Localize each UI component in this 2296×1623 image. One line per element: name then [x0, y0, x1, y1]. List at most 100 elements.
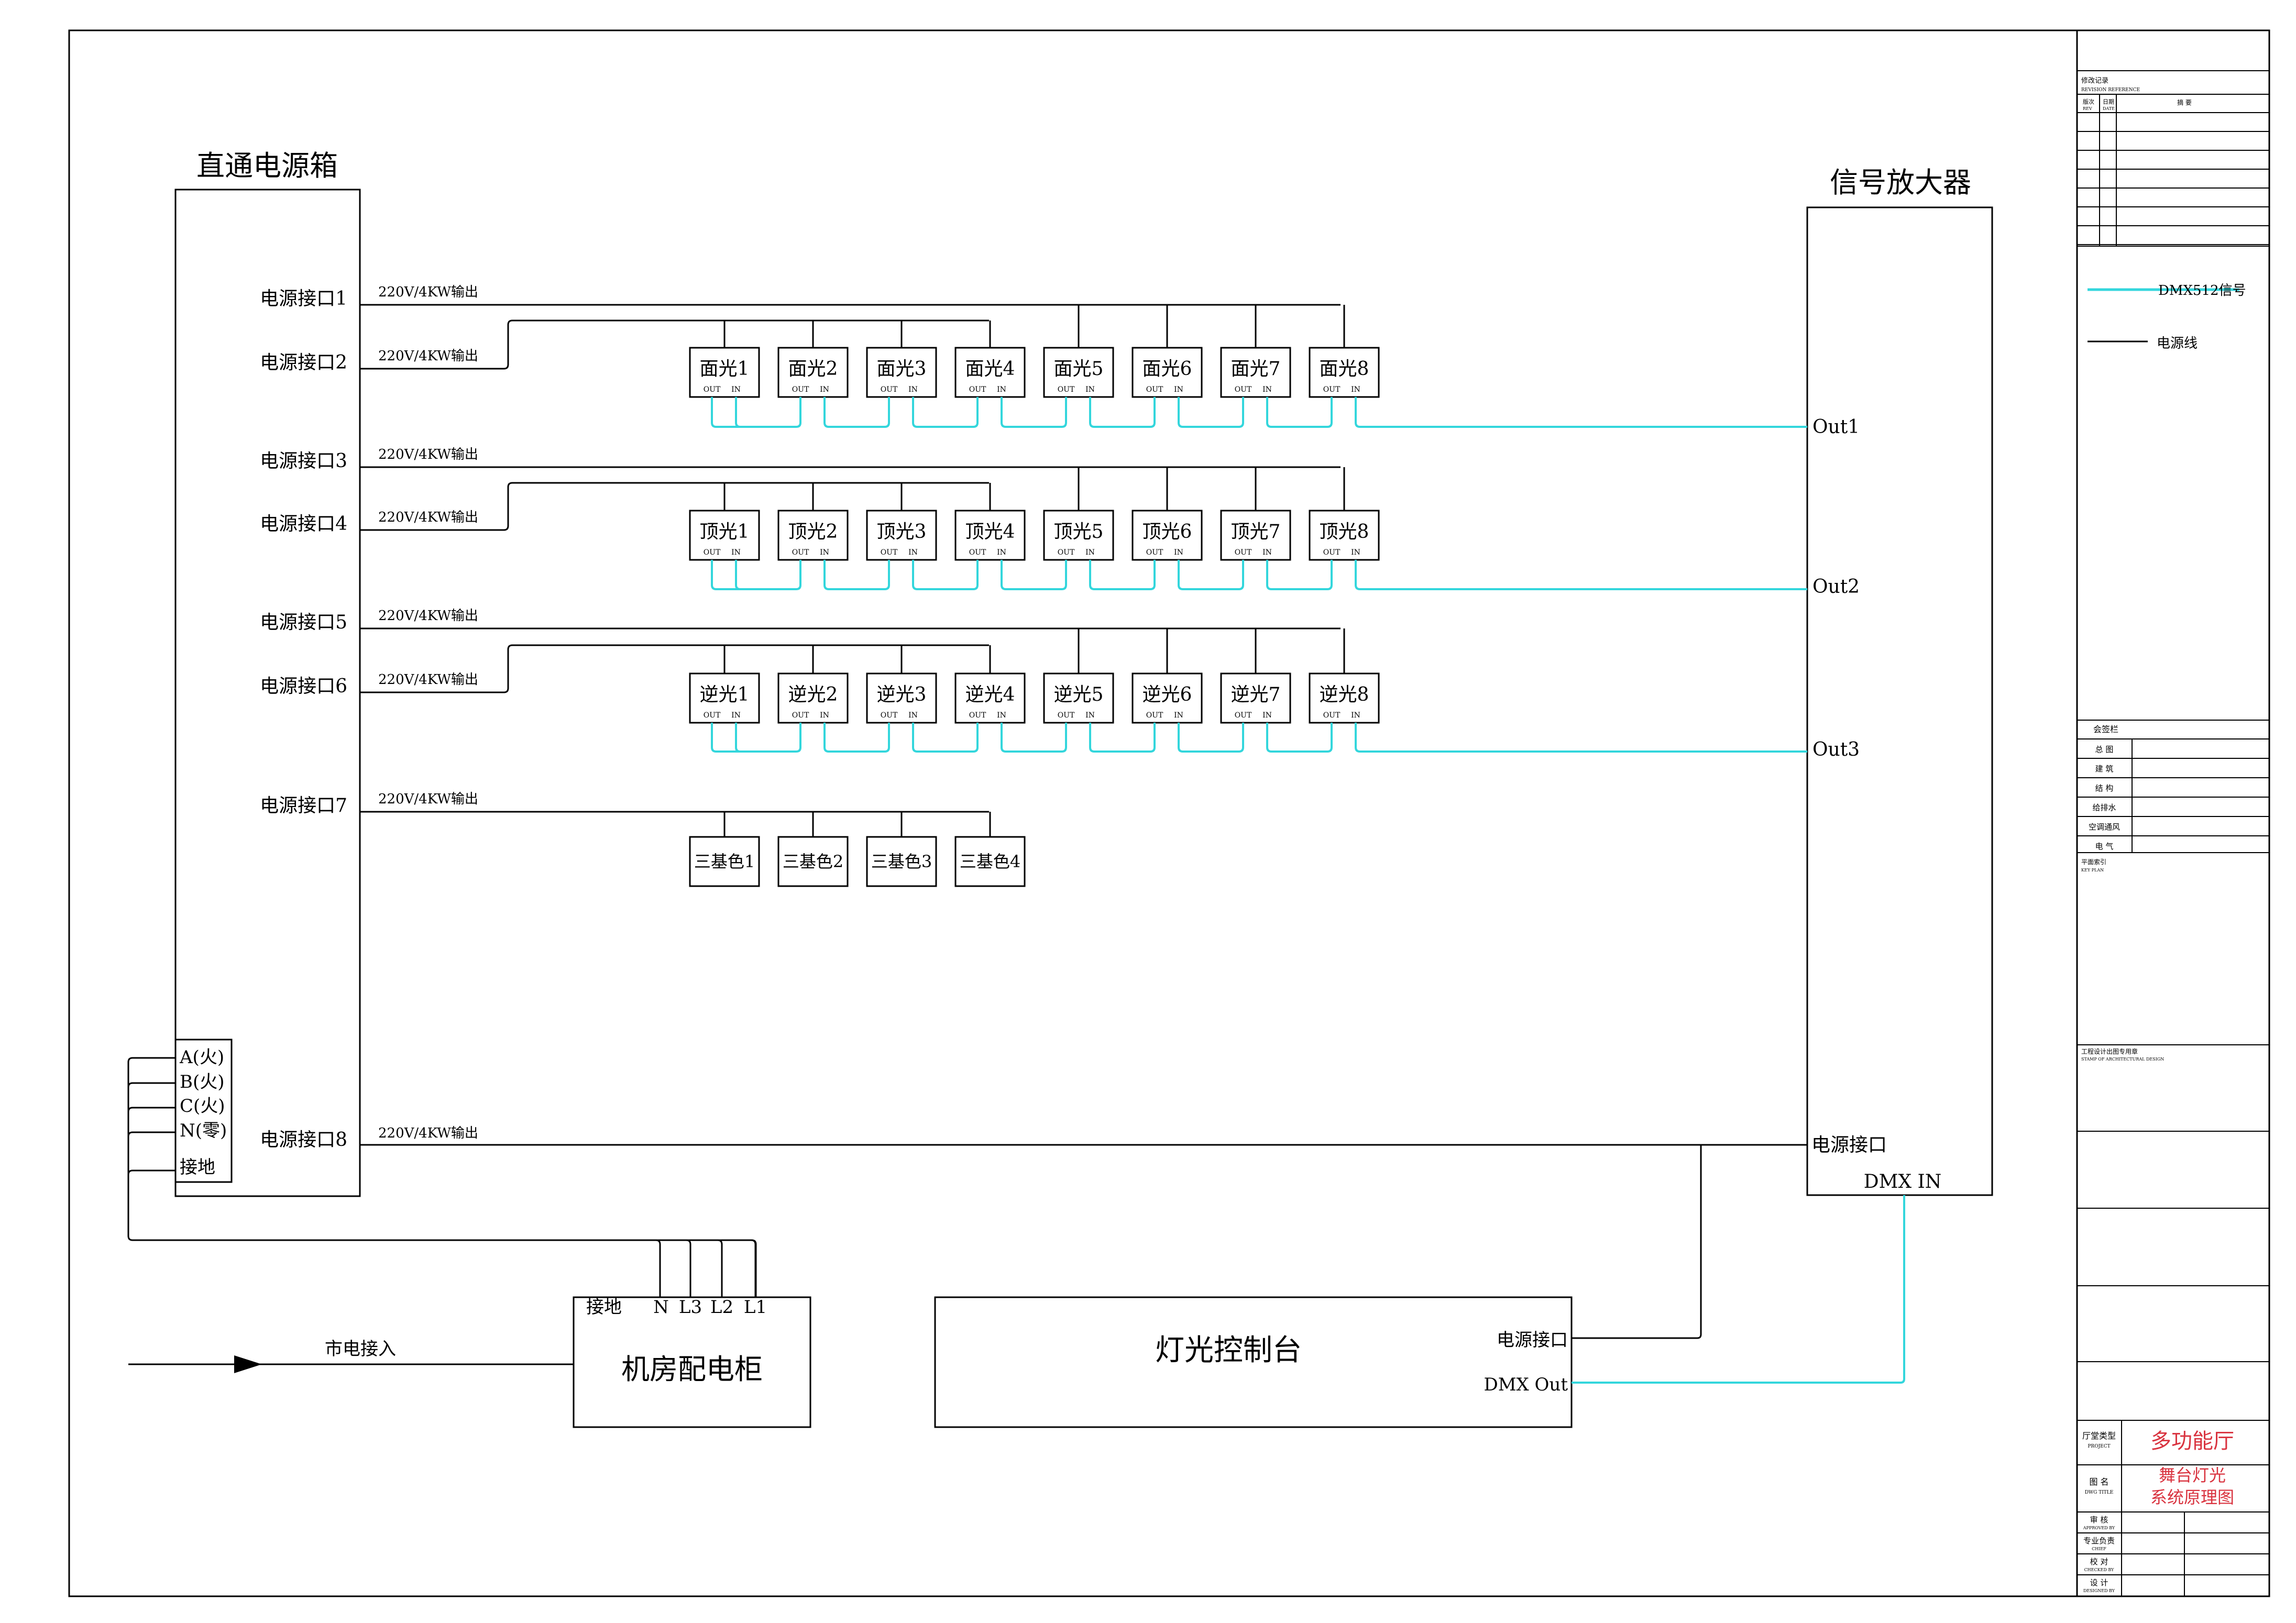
- sign-off-label: 设 计: [2090, 1578, 2108, 1587]
- dmx-chain-segment: [1089, 723, 1156, 753]
- project-label-en: PROJECT: [2088, 1444, 2110, 1449]
- fixture-label: 面光5: [1054, 358, 1104, 380]
- fixture-label: 面光1: [700, 358, 750, 380]
- fixture-box: [1309, 510, 1380, 561]
- sign-off-label-en: CHIEF: [2092, 1547, 2106, 1551]
- power-port-2-label: 电源接口2: [260, 352, 347, 373]
- power-output-5-label: 220V/4KW输出: [378, 608, 478, 624]
- fixture-out-label: OUT: [1235, 548, 1252, 557]
- dmx-chain-segment: [1001, 723, 1067, 753]
- dist-terminal-1: N: [653, 1297, 669, 1318]
- power-port-3-label: 电源接口3: [260, 450, 347, 472]
- fixture-out-label: OUT: [704, 385, 721, 394]
- fixture-label: 面光8: [1320, 358, 1369, 380]
- dmx-chain-segment: [823, 397, 890, 428]
- fixture-in-label: IN: [997, 385, 1006, 394]
- fixture-box: [1220, 347, 1291, 398]
- dmx-chain-start: [711, 560, 796, 590]
- fixture-box: [1220, 510, 1291, 561]
- project-label: 厅堂类型: [2082, 1431, 2116, 1441]
- amp-out2-label: Out2: [1812, 576, 1860, 598]
- fixture-in-label: IN: [1174, 385, 1183, 394]
- power-bus-b: [360, 482, 989, 531]
- fixture-label: 逆光3: [877, 684, 927, 705]
- dist-terminal-wire-1: [655, 1239, 661, 1297]
- dmx-chain-segment: [1089, 397, 1156, 428]
- sign-off-label-en: CHECKED BY: [2084, 1567, 2115, 1572]
- fixture-label: 顶光8: [1320, 521, 1369, 543]
- power-output-1-label: 220V/4KW输出: [378, 284, 478, 300]
- amp-out3-label: Out3: [1812, 739, 1860, 760]
- revision-grid: [2077, 94, 2269, 247]
- fixture-in-label: IN: [1351, 711, 1360, 720]
- fixture-in-label: IN: [1085, 711, 1095, 720]
- fixture-label: 面光7: [1231, 358, 1281, 380]
- fixture-in-label: IN: [1351, 385, 1360, 394]
- fixture-box: [866, 510, 937, 561]
- fixture-label: 顶光4: [965, 521, 1015, 543]
- dmx-chain-start: [711, 397, 796, 428]
- fixture-out-label: OUT: [1323, 711, 1341, 720]
- fixture-box: [1043, 510, 1114, 561]
- rgb-light-label: 三基色1: [694, 852, 755, 871]
- console-dmx-line: [1572, 1195, 1905, 1384]
- dist-terminal-wire-2: [686, 1239, 691, 1297]
- power-output-7-label: 220V/4KW输出: [378, 791, 478, 807]
- dmx-chain-segment: [823, 560, 890, 590]
- phase-label-1: B(火): [180, 1072, 225, 1092]
- power-output-6-label: 220V/4KW输出: [378, 672, 478, 688]
- console-dmx-out-label: DMX Out: [1484, 1374, 1568, 1395]
- fixture-label: 顶光2: [788, 521, 838, 543]
- rgb-light-label: 三基色2: [783, 852, 843, 871]
- phase-wire-3: [127, 1131, 175, 1236]
- sign-row-label: 给排水: [2092, 803, 2116, 812]
- signal-amplifier: [1806, 206, 1993, 1196]
- power-output-3-label: 220V/4KW输出: [378, 447, 478, 462]
- fixture-box: [1220, 672, 1291, 724]
- fixture-label: 逆光1: [700, 684, 750, 705]
- fixture-in-label: IN: [1085, 548, 1095, 557]
- console-power-port-label: 电源接口: [1497, 1330, 1568, 1351]
- fixture-out-label: OUT: [1235, 711, 1252, 720]
- dmx-chain-segment: [1001, 397, 1067, 428]
- sign-off-label-en: APPROVED BY: [2083, 1526, 2115, 1530]
- fixture-out-label: OUT: [881, 711, 898, 720]
- date-col-en: DATE: [2103, 106, 2115, 111]
- distribution-cabinet: [573, 1296, 811, 1428]
- amp-dmx-in-label: DMX IN: [1864, 1171, 1942, 1193]
- power-output-2-label: 220V/4KW输出: [378, 348, 478, 364]
- fixture-label: 逆光4: [965, 684, 1015, 705]
- fixture-in-label: IN: [908, 548, 918, 557]
- phase-wire-4: [127, 1169, 175, 1236]
- fixture-out-label: OUT: [704, 548, 721, 557]
- fixture-out-label: OUT: [1323, 548, 1341, 557]
- phase-label-2: C(火): [180, 1096, 225, 1117]
- dmx-chain-segment: [912, 723, 979, 753]
- phase-wire-0: [127, 1057, 175, 1236]
- fixture-label: 面光2: [788, 358, 838, 380]
- title-block: 修改记录 REVISION REFERENCE 版次 REV 日期 DATE 摘…: [2077, 70, 2269, 1596]
- fixture-out-label: OUT: [969, 385, 986, 394]
- legend-power-label: 电源线: [2157, 336, 2198, 351]
- fixture-in-label: IN: [1262, 711, 1272, 720]
- summary-col: 摘 要: [2177, 98, 2192, 106]
- fixture-label: 顶光1: [700, 521, 750, 543]
- sign-off-label: 校 对: [2090, 1557, 2108, 1566]
- fixture-label: 顶光6: [1142, 521, 1192, 543]
- dmx-to-amplifier: [1355, 397, 1807, 428]
- fixture-in-label: IN: [1262, 385, 1272, 394]
- fixture-label: 顶光7: [1231, 521, 1281, 543]
- fixture-box: [866, 347, 937, 398]
- rev-col: 版次: [2083, 98, 2094, 105]
- phase-wire-2: [127, 1107, 175, 1236]
- sign-off-label: 专业负责: [2083, 1536, 2115, 1545]
- fixture-box: [1309, 672, 1380, 724]
- fixture-out-label: OUT: [1146, 385, 1163, 394]
- fixture-out-label: OUT: [1058, 548, 1075, 557]
- fixture-in-label: IN: [1174, 711, 1183, 720]
- drawing-label-en: DWG TITLE: [2085, 1490, 2114, 1495]
- fixture-in-label: IN: [1174, 548, 1183, 557]
